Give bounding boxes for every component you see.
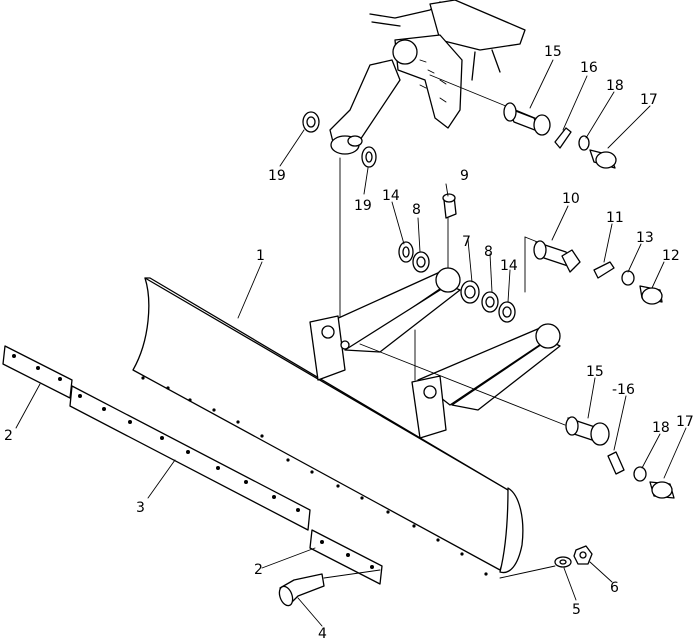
callout-13: 13 [636, 230, 654, 246]
callout-2-bottom: 2 [254, 562, 263, 578]
callout-7: 7 [462, 234, 471, 250]
callout-16-upper: 16 [580, 60, 598, 76]
callout-19-right: 19 [354, 198, 372, 214]
callout-11: 11 [606, 210, 624, 226]
callout-labels: 1 2 2 3 4 5 6 7 8 8 9 10 11 12 13 14 14 … [4, 44, 694, 640]
callout-14-upper: 14 [382, 188, 400, 204]
callout-1: 1 [256, 248, 265, 264]
blade [132, 277, 524, 576]
washers-19 [302, 111, 377, 168]
callout-15-upper: 15 [544, 44, 562, 60]
callout-8-upper: 8 [412, 202, 421, 218]
right-pin-set [524, 236, 663, 305]
callout-12: 12 [662, 248, 680, 264]
callout-8-lower: 8 [484, 244, 493, 260]
upper-pin-set [429, 74, 617, 169]
frame-bracket [369, 0, 526, 129]
callout-19-left: 19 [268, 168, 286, 184]
lower-pin-set [565, 416, 675, 499]
callout-16-lower: -16 [612, 382, 635, 398]
callout-4: 4 [318, 626, 327, 640]
callout-15-lower: 15 [586, 364, 604, 380]
callout-6: 6 [610, 580, 619, 596]
bolt-washer-nut [278, 545, 593, 607]
callout-9: 9 [460, 168, 469, 184]
callout-14-lower: 14 [500, 258, 518, 274]
blade-bolt-holes [141, 376, 488, 576]
leader-lines [15, 59, 687, 627]
push-arms [309, 236, 566, 439]
callout-10: 10 [562, 191, 580, 207]
callout-17-lower: 17 [676, 414, 694, 430]
cutting-edges [2, 345, 383, 585]
callout-17-upper: 17 [640, 92, 658, 108]
middle-parts [398, 193, 516, 323]
tilt-arm [329, 59, 401, 341]
callout-5: 5 [572, 602, 581, 618]
callout-18-lower: 18 [652, 420, 670, 436]
callout-3: 3 [136, 500, 145, 516]
callout-2-left: 2 [4, 428, 13, 444]
callout-18-upper: 18 [606, 78, 624, 94]
